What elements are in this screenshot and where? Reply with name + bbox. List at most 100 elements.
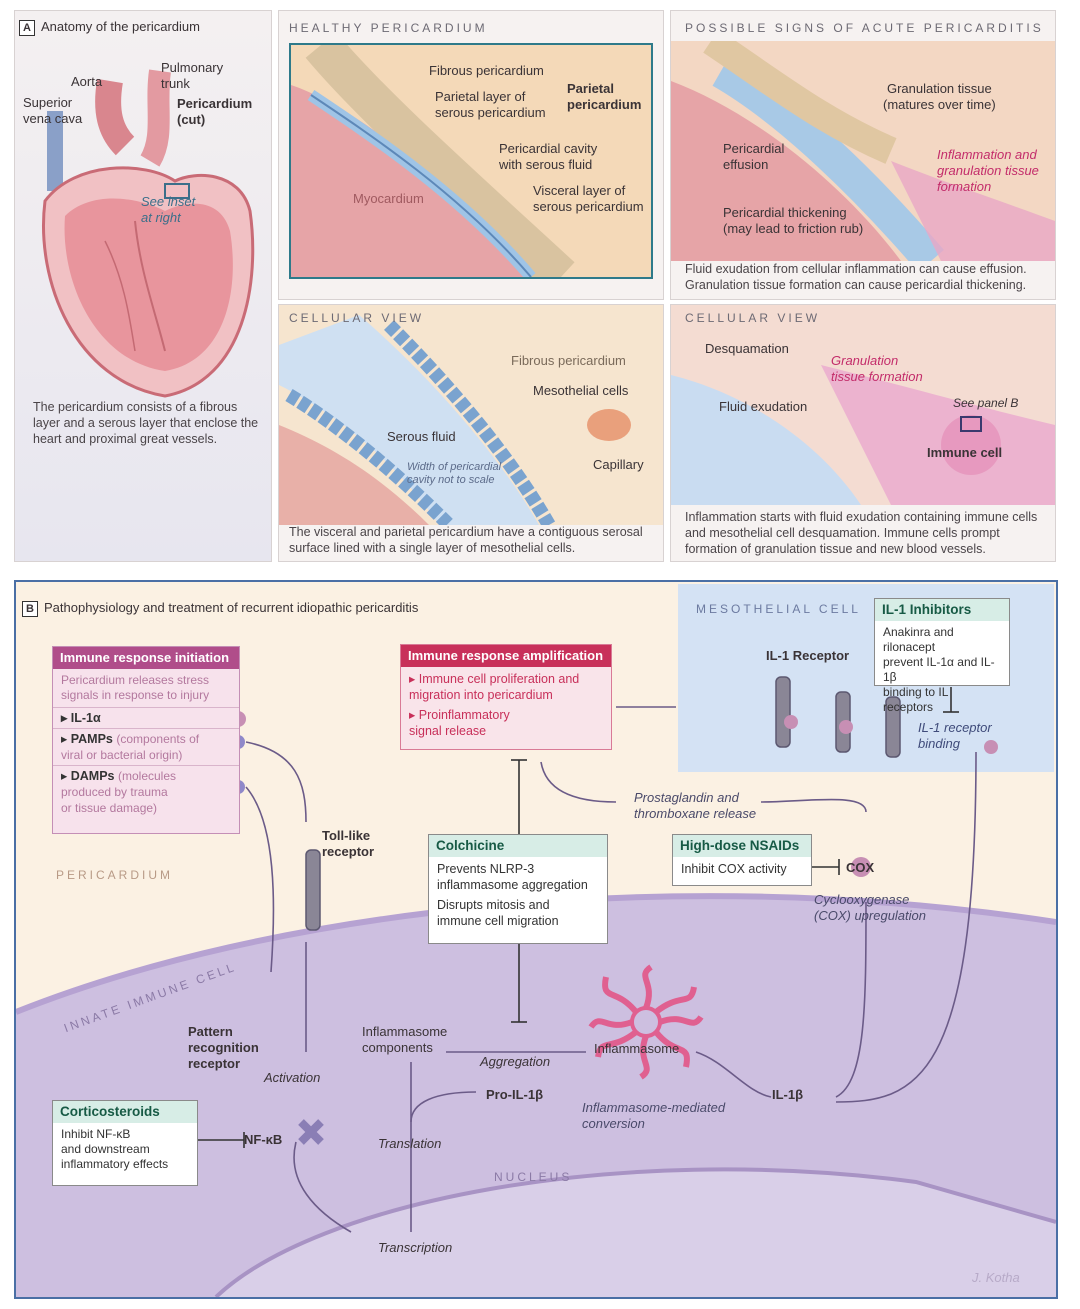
nfkb-label: NF-κB: [244, 1132, 283, 1147]
panel-a-title-text: Anatomy of the pericardium: [41, 19, 200, 34]
healthy-parietal-pericardium: Parietal pericardium: [567, 81, 642, 112]
transcription-label: Transcription: [378, 1240, 453, 1255]
pro-il1b-label: Pro-IL-1β: [486, 1087, 544, 1102]
panel-b: B Pathophysiology and treatment of recurr…: [14, 580, 1058, 1299]
initiation-intro: Pericardium releases stress signals in r…: [61, 673, 210, 702]
label-aorta: Aorta: [71, 74, 103, 89]
cellular-right-caption: Inflammation starts with fluid exudation…: [685, 510, 1038, 556]
initiation-pamps: ▸ PAMPs (components of viral or bacteria…: [53, 728, 239, 765]
amplification-item2-text: Proinflammatory signal release: [409, 708, 510, 738]
healthy-cavity: Pericardial cavity with serous fluid: [499, 141, 598, 172]
il1-inhibitors-box: IL-1 Inhibitors Anakinra and rilonacept …: [874, 598, 1010, 714]
inflammasome-components-label: Inflammasome components: [362, 1024, 448, 1055]
cellular-left-mesothelial: Mesothelial cells: [533, 383, 629, 398]
amplification-item1: ▸ Immune cell proliferation and migratio…: [409, 672, 580, 702]
acute-thickening: Pericardial thickening (may lead to fric…: [723, 205, 864, 236]
amplification-item2: ▸ Proinflammatory signal release: [409, 708, 510, 738]
healthy-parietal-layer: Parietal layer of serous pericardium: [435, 89, 546, 120]
corticosteroids-body: Inhibit NF-κB and downstream inflammator…: [61, 1127, 169, 1171]
cellular-right-header: CELLULAR VIEW: [685, 311, 821, 325]
prr-label: Pattern recognition receptor: [188, 1024, 259, 1071]
signature: J. Kotha: [972, 1270, 1020, 1285]
acute-granulation: Granulation tissue (matures over time): [883, 81, 996, 112]
cellular-right-fluid-exudation: Fluid exudation: [719, 399, 808, 414]
initiation-box: Immune response initiation Pericardium r…: [52, 646, 240, 834]
aggregation-label: Aggregation: [480, 1054, 551, 1069]
cellular-left-illustration: [279, 305, 663, 525]
panel-acute: POSSIBLE SIGNS OF ACUTE PERICARDITIS Gra…: [670, 10, 1056, 300]
healthy-myocardium: Myocardium: [353, 191, 424, 206]
panel-b-title: B Pathophysiology and treatment of recurr…: [22, 600, 418, 617]
label-pericardium-cut: Pericardium (cut): [177, 96, 253, 127]
prostaglandin-label: Prostaglandin and thromboxane release: [634, 790, 757, 821]
nsaids-body: Inhibit COX activity: [681, 862, 787, 876]
colchicine-head: Colchicine: [429, 835, 607, 857]
healthy-fibrous: Fibrous pericardium: [429, 63, 544, 78]
il1-inhibitors-body: Anakinra and rilonacept prevent IL-1α an…: [883, 625, 995, 714]
initiation-damps-label: DAMPs: [70, 769, 115, 783]
healthy-inset-frame: [289, 43, 653, 279]
nsaids-box: High-dose NSAIDs Inhibit COX activity: [672, 834, 812, 886]
amplification-head: Immune response amplification: [401, 645, 611, 667]
cellular-right-illustration: [671, 305, 1055, 505]
healthy-illustration: [291, 45, 575, 277]
initiation-damps-note: (molecules produced by trauma or tissue …: [61, 769, 177, 815]
il1b-label: IL-1β: [772, 1087, 804, 1102]
cellular-left-capillary: Capillary: [593, 457, 644, 472]
conversion-label: Inflammasome-mediated conversion: [582, 1100, 726, 1131]
colchicine-box: Colchicine Prevents NLRP-3 inflammasome …: [428, 834, 608, 944]
panel-b-letter: B: [22, 601, 38, 617]
panel-healthy: HEALTHY PERICARDIUM Fibrous pericardium …: [278, 10, 664, 300]
cellular-left-header: CELLULAR VIEW: [289, 311, 425, 325]
label-pulmonary-trunk: Pulmonary trunk: [161, 60, 224, 91]
cellular-left-fibrous: Fibrous pericardium: [511, 353, 626, 368]
cellular-right-immune-cell: Immune cell: [927, 445, 1003, 460]
initiation-pamps-label: PAMPs: [70, 732, 113, 746]
acute-caption: Fluid exudation from cellular inflammati…: [685, 262, 1027, 292]
panel-cellular-left: CELLULAR VIEW Fibrous pericardium Mesoth…: [278, 304, 664, 562]
pericardium-label: PERICARDIUM: [56, 868, 174, 882]
inflammasome-label: Inflammasome: [594, 1041, 680, 1056]
amplification-box: Immune response amplification ▸ Immune c…: [400, 644, 612, 750]
cellular-left-serous-fluid: Serous fluid: [387, 429, 456, 444]
il1-binding-label: IL-1 receptor binding: [918, 720, 992, 751]
panel-b-title-text: Pathophysiology and treatment of recurre…: [44, 600, 419, 615]
initiation-damps: ▸ DAMPs (molecules produced by trauma or…: [53, 765, 239, 818]
panel-a-caption: The pericardium consists of a fibrous la…: [33, 400, 259, 446]
cellular-right-desquamation: Desquamation: [705, 341, 789, 356]
initiation-il1a-text: IL-1α: [70, 711, 101, 725]
amplification-item1-text: Immune cell proliferation and migration …: [409, 672, 580, 702]
colchicine-body1: Prevents NLRP-3 inflammasome aggregation: [437, 862, 588, 892]
acute-header: POSSIBLE SIGNS OF ACUTE PERICARDITIS: [685, 21, 1044, 35]
cox-upregulation-label: Cyclooxygenase (COX) upregulation: [814, 892, 926, 923]
mesothelial-cell-header: MESOTHELIAL CELL: [696, 602, 861, 616]
il1-inhibitors-head: IL-1 Inhibitors: [875, 599, 1009, 621]
corticosteroids-box: Corticosteroids Inhibit NF-κB and downst…: [52, 1100, 198, 1186]
panel-a-letter: A: [19, 20, 35, 36]
acute-inflammation: Inflammation and granulation tissue form…: [937, 147, 1039, 194]
panel-cellular-right: CELLULAR VIEW Desquamation Granulation t…: [670, 304, 1056, 562]
corticosteroids-head: Corticosteroids: [53, 1101, 197, 1123]
cellular-left-width-note: Width of pericardial cavity not to scale: [407, 461, 502, 486]
panel-a-title: A Anatomy of the pericardium: [19, 19, 200, 36]
initiation-il1a: ▸ IL-1α: [53, 707, 239, 728]
nsaids-head: High-dose NSAIDs: [673, 835, 811, 857]
cellular-right-granulation: Granulation tissue formation: [831, 353, 923, 384]
il1-receptor-label: IL-1 Receptor: [766, 648, 850, 663]
panel-a: A Anatomy of the pericardium Superior ven…: [14, 10, 272, 562]
healthy-visceral: Visceral layer of serous pericardium: [533, 183, 644, 214]
translation-label: Translation: [378, 1136, 442, 1151]
cellular-left-caption: The visceral and parietal pericardium ha…: [289, 525, 643, 555]
cox-label: COX: [846, 860, 875, 875]
activation-label: Activation: [264, 1070, 321, 1085]
toll-like-receptor-label: Toll-like receptor: [322, 828, 375, 859]
colchicine-body2: Disrupts mitosis and immune cell migrati…: [437, 898, 559, 928]
healthy-header: HEALTHY PERICARDIUM: [289, 21, 488, 35]
acute-effusion: Pericardial effusion: [723, 141, 785, 172]
acute-illustration: [671, 41, 1055, 261]
label-superior-vena-cava: Superior vena cava: [23, 95, 83, 126]
nucleus-label: NUCLEUS: [494, 1170, 573, 1184]
initiation-pamps-note: (components of viral or bacterial origin…: [61, 732, 200, 762]
initiation-head: Immune response initiation: [53, 647, 239, 669]
cellular-right-see-panel-b: See panel B: [953, 396, 1019, 410]
